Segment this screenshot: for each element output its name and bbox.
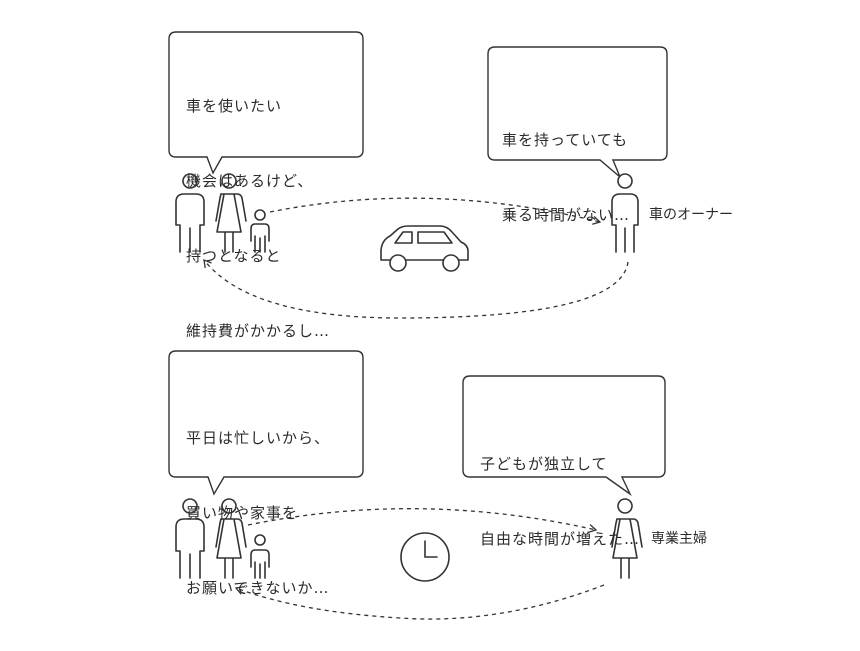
housewife-label: 専業主婦 bbox=[651, 531, 707, 547]
speech-line: 維持費がかかるし… bbox=[186, 322, 331, 340]
arrow-housewife-to-family bbox=[236, 585, 604, 619]
owner-speech-text: 車を持っていても 乗る時間がない… bbox=[502, 78, 630, 253]
speech-line: 車を使いたい bbox=[186, 97, 283, 115]
father-figure-top bbox=[176, 174, 204, 252]
speech-line: 子どもが独立して bbox=[480, 455, 608, 473]
speech-line: 自由な時間が増えた… bbox=[480, 530, 641, 548]
owner-figure bbox=[612, 174, 638, 252]
arrow-family-to-owner bbox=[270, 198, 600, 222]
mother-figure-top bbox=[216, 174, 246, 252]
owner-speech-bubble bbox=[488, 47, 667, 177]
child-figure-bottom bbox=[251, 535, 269, 578]
speech-line: 買い物や家事を bbox=[186, 504, 299, 522]
speech-line: 乗る時間がない… bbox=[502, 206, 631, 224]
family-figures-top bbox=[176, 174, 269, 252]
family-speech-text-bottom: 平日は忙しいから、 買い物や家事を お願いできないか… bbox=[186, 376, 330, 626]
family-speech-text-top: 車を使いたい 機会はあるけど、 持つとなると 維持費がかかるし… bbox=[186, 44, 330, 369]
speech-line: 機会はあるけど、 bbox=[186, 172, 314, 190]
family-speech-bubble-top bbox=[169, 32, 363, 173]
car-icon bbox=[381, 226, 468, 271]
owner-label: 車のオーナー bbox=[649, 207, 733, 223]
child-figure-top bbox=[251, 210, 269, 252]
speech-line: 持つとなると bbox=[186, 247, 282, 265]
housewife-speech-bubble bbox=[463, 376, 665, 494]
arrow-owner-to-family bbox=[204, 260, 628, 318]
speech-line: 平日は忙しいから、 bbox=[186, 429, 331, 447]
father-figure-bottom bbox=[176, 499, 204, 578]
housewife-figure bbox=[612, 499, 642, 578]
mother-figure-bottom bbox=[216, 499, 246, 578]
family-speech-bubble-bottom bbox=[169, 351, 363, 494]
speech-line: 車を持っていても bbox=[502, 131, 629, 149]
housewife-speech-text: 子どもが独立して 自由な時間が増えた… bbox=[480, 402, 640, 577]
family-figures-bottom bbox=[176, 499, 269, 578]
speech-line: お願いできないか… bbox=[186, 579, 330, 597]
clock-icon bbox=[401, 533, 449, 581]
